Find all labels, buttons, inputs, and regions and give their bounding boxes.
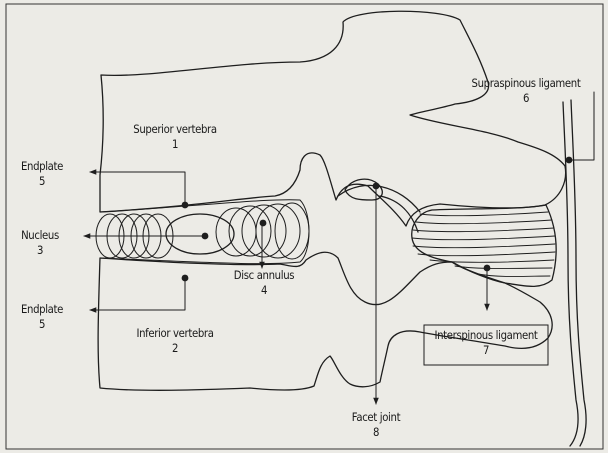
endplate-upper-number: 5 — [16, 174, 69, 189]
facet-joint-number: 8 — [341, 425, 411, 440]
interspinous-ligament-name: Interspinous ligament — [431, 328, 540, 343]
endplate-upper-pointer — [90, 172, 185, 203]
supraspinous-ligament-name: Supraspinous ligament — [459, 76, 593, 91]
inferior-vertebra-number: 2 — [122, 341, 228, 356]
superior-vertebra-label: Superior vertebra 1 — [122, 122, 228, 152]
endplate-lower-name: Endplate — [16, 302, 69, 317]
interspinous-ligament-outline — [412, 205, 557, 286]
endplate-lower-number: 5 — [16, 317, 69, 332]
nucleus-dot — [202, 233, 209, 240]
superior-facet-process — [345, 179, 382, 200]
inferior-vertebra-outline — [98, 252, 552, 390]
nucleus-label: Nucleus 3 — [15, 228, 64, 258]
interspinous-ligament-label: Interspinous ligament 7 — [431, 328, 540, 358]
supraspinous-ligament-band-right — [571, 100, 586, 446]
superior-vertebra-name: Superior vertebra — [122, 122, 228, 137]
facet-joint-dot — [373, 183, 380, 190]
disc-annulus-label: Disc annulus 4 — [229, 268, 299, 298]
superior-vertebra-outline — [100, 11, 566, 226]
inferior-vertebra-label: Inferior vertebra 2 — [122, 326, 228, 356]
figure-frame — [6, 4, 603, 449]
facet-joint-label: Facet joint 8 — [341, 410, 411, 440]
interspinous-ligament-number: 7 — [431, 343, 540, 358]
supraspinous-ligament-number: 6 — [459, 91, 593, 106]
interspinous-ligament-dot — [484, 265, 491, 272]
disc-annulus-dot — [260, 220, 267, 227]
disc-annulus-number: 4 — [229, 283, 299, 298]
endplate-lower-label: Endplate 5 — [16, 302, 69, 332]
endplate-lower-dot — [182, 275, 189, 282]
endplate-upper-name: Endplate — [16, 159, 69, 174]
nucleus-number: 3 — [15, 243, 64, 258]
superior-vertebra-number: 1 — [122, 137, 228, 152]
inferior-vertebra-name: Inferior vertebra — [122, 326, 228, 341]
endplate-upper-dot — [182, 202, 189, 209]
nucleus-name: Nucleus — [15, 228, 64, 243]
interspinous-ligament-fibers — [412, 212, 555, 277]
endplate-upper-label: Endplate 5 — [16, 159, 69, 189]
supraspinous-ligament-label: Supraspinous ligament 6 — [459, 76, 593, 106]
endplate-lower-pointer — [90, 279, 185, 310]
facet-joint-name: Facet joint — [341, 410, 411, 425]
nucleus-shape — [166, 214, 234, 254]
disc-annulus-name: Disc annulus — [229, 268, 299, 283]
supraspinous-ligament-dot — [566, 157, 573, 164]
